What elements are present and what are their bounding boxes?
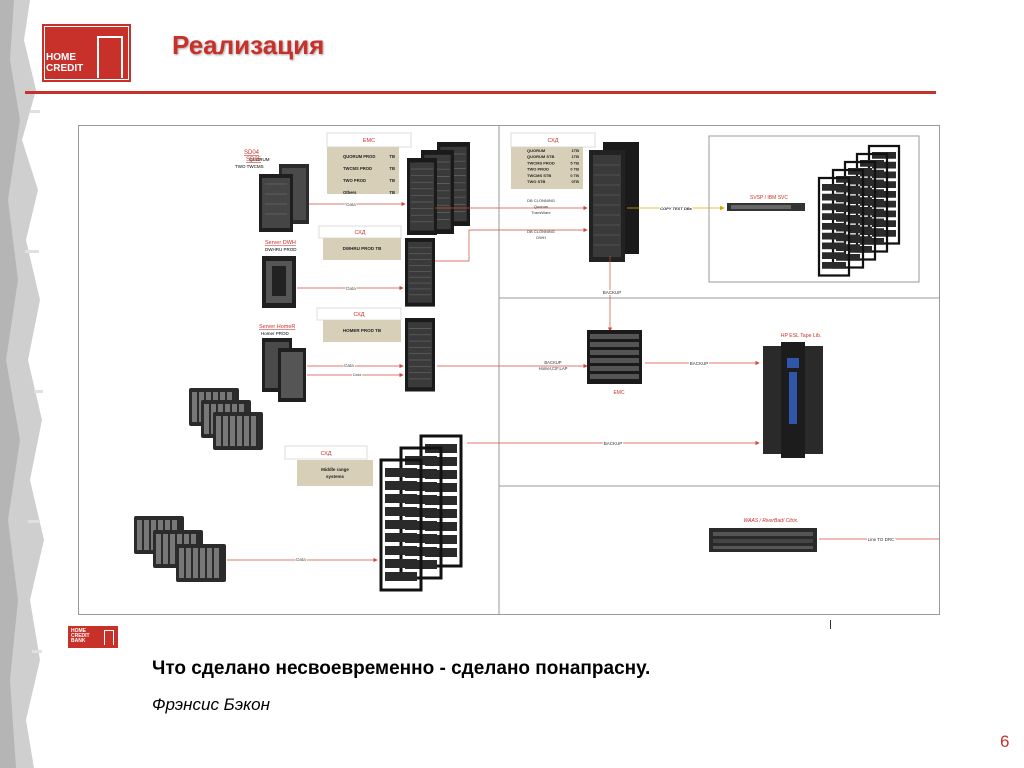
- waas-label: WAAS / RiverBad/ Citrix.: [744, 518, 799, 524]
- shd-right-label: СХД: [547, 138, 558, 144]
- backup-label-1: BACKUP: [603, 290, 622, 295]
- data-label-2: Data: [346, 286, 356, 291]
- bank-logo-l3: BANK: [71, 638, 86, 644]
- emc-top-box: [327, 147, 399, 194]
- emc-top-rack: [406, 141, 471, 236]
- homer-server: [262, 338, 306, 402]
- data-label-1: Data: [346, 202, 356, 207]
- homer-box: [323, 320, 401, 342]
- shd-middle-label: СХД: [320, 451, 331, 457]
- backup-homer-l1: BACKUP: [544, 360, 561, 365]
- shd-middle-header: [284, 445, 368, 460]
- shd-right-rack: [589, 142, 639, 262]
- sd05-heading: SD05: [246, 157, 262, 163]
- dwh-server: [262, 256, 296, 308]
- sd04-label: SD04: [244, 150, 260, 156]
- box-row-name: TWO PROD: [527, 167, 549, 172]
- middle-box-text2: systems: [326, 474, 345, 479]
- box-row-name: QUORUM: [527, 148, 546, 153]
- box-row-name: TWO STB: [527, 179, 546, 184]
- homer-rack: [404, 317, 436, 392]
- page-title: Реализация: [172, 30, 325, 60]
- copy-test-label: COPY TEST DBs: [660, 206, 692, 211]
- hp-tape-library: [763, 342, 823, 458]
- logo-line1: HOME: [46, 52, 76, 63]
- box-row-value: TB: [389, 154, 395, 159]
- emc-bottom-label: EMC: [613, 390, 625, 396]
- db-clon1-l2: Quorum: [534, 204, 549, 209]
- sd04-sub: QUORUM: [249, 157, 270, 162]
- quote-author: Фрэнсис Бэкон: [152, 695, 270, 714]
- box-row-name: TWO PROD: [343, 178, 366, 183]
- emc-top-label: EMC: [363, 138, 375, 144]
- bank-logo-l2: CREDIT: [71, 633, 90, 639]
- dwh-box-text: DWHRU PROD TB: [343, 246, 382, 251]
- quote-text: Что сделано несвоевременно - сделано пон…: [152, 658, 651, 679]
- svsp-label: SVSP / IBM SVC: [750, 195, 788, 201]
- middle-range-racks: [379, 434, 463, 592]
- box-row-value: 0TB: [571, 179, 579, 184]
- blade-servers-bottom: [134, 516, 226, 582]
- box-row-value: TB: [389, 190, 395, 195]
- box-row-value: TB: [389, 178, 395, 183]
- db-clon2-l1: DB CLONNING: [527, 229, 555, 234]
- db-clon1-l3: TransWare: [531, 210, 551, 215]
- line-drc-label: Line TO DRC: [868, 537, 896, 542]
- box-row-value: 1TB: [571, 148, 579, 153]
- db-clon2-l2: DWH: [536, 235, 546, 240]
- shd-right-box: [511, 147, 583, 189]
- hp-tape-label: HP ESL Tape Lib.: [781, 333, 822, 339]
- svsp-device: [727, 203, 805, 211]
- shd-dwh-label: СХД: [354, 230, 365, 236]
- box-row-value: TB: [389, 166, 395, 171]
- box-row-name: TWCMS STB: [527, 173, 551, 178]
- server-homer-sub: Homer PROD: [261, 331, 290, 336]
- box-row-name: TWCMS PROD: [343, 166, 372, 171]
- data-label-3: Data: [344, 363, 354, 368]
- box-row-value: 0 TB: [570, 167, 579, 172]
- infrastructure-diagram: SD04 QUORUM SD05 SD05 SD05 SD05 SD05 SD0…: [78, 125, 940, 615]
- middle-box: [297, 460, 373, 486]
- server-homer-label: Server HomeR: [259, 324, 295, 330]
- decorative-edge: [0, 0, 44, 768]
- db-clon1-l1: DB CLONNING: [527, 198, 555, 203]
- backup-label-2: BACKUP: [690, 361, 709, 366]
- middle-box-text1: Middle range: [321, 467, 349, 472]
- emc-bottom-storage: [587, 330, 642, 384]
- server-dwh-sub: DWHRU PROD: [265, 247, 297, 252]
- box-row-name: Others: [343, 190, 357, 195]
- waas-device: [709, 528, 817, 552]
- backup-homer-l2: Homer,CIF,LAP: [539, 366, 568, 371]
- data-label-5: Data: [296, 557, 306, 562]
- logo-line2: CREDIT: [46, 63, 84, 74]
- dwh-box: [323, 238, 401, 260]
- box-row-name: QUORUM STB: [527, 154, 554, 159]
- homer-box-text: HOMER PROD TB: [343, 328, 382, 333]
- box-row-value: 1TB: [571, 154, 579, 159]
- data-label-4: Data: [353, 372, 362, 377]
- sd05-sub: TWO TWCMS: [235, 164, 264, 169]
- shd-homer-label: СХД: [353, 312, 364, 318]
- box-row-value: 0 TB: [570, 173, 579, 178]
- bank-logo-l1: HOME: [71, 628, 86, 634]
- text-cursor: [830, 620, 831, 629]
- server-dwh-label: Server DWH: [265, 240, 296, 246]
- page-number: 6: [1000, 732, 1010, 751]
- header-divider: [25, 91, 936, 94]
- blade-servers-mid: [189, 388, 263, 450]
- box-row-name: QUORUM PROD: [343, 154, 375, 159]
- sd05-server: [259, 174, 293, 232]
- dwh-rack: [404, 237, 436, 307]
- backup-label-3: BACKUP: [604, 441, 623, 446]
- box-row-value: 5 TB: [570, 160, 579, 165]
- box-row-name: TWCMS PROD: [527, 160, 555, 165]
